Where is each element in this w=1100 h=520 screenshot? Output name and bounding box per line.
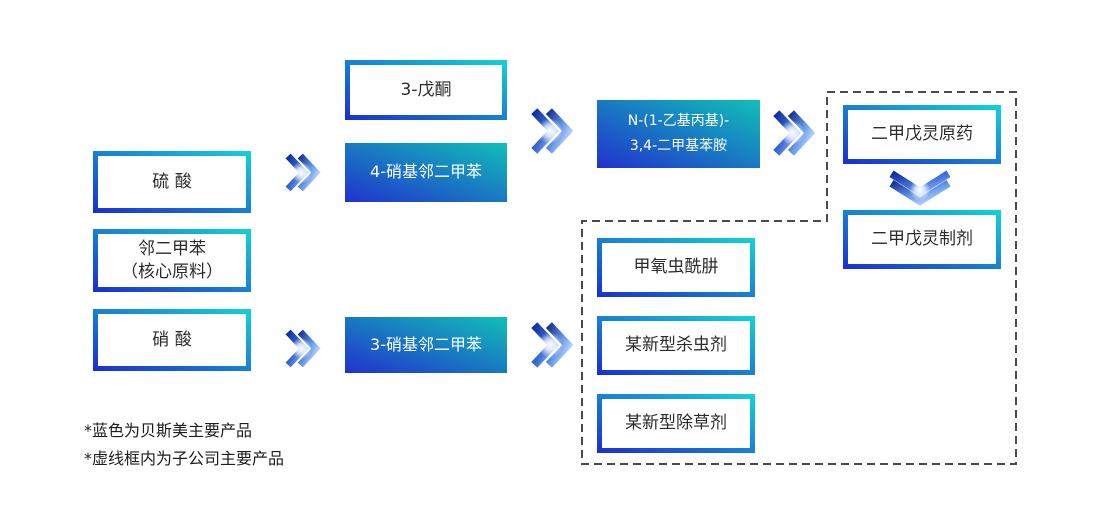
node-o-xylene-note: （核心原料） (121, 261, 223, 282)
footnote-dashed-subsidiary: *虚线框内为子公司主要产品 (84, 449, 285, 468)
arrow-right-icon (285, 329, 321, 368)
node-pendimethalin-technical-label: 二甲戊灵原药 (871, 124, 973, 145)
node-4-nitro-o-xylene-label: 4-硝基邻二甲苯 (370, 162, 482, 182)
node-nitric-acid-label: 硝 酸 (152, 329, 192, 350)
node-sulfuric-acid-label: 硫 酸 (152, 171, 192, 192)
node-3-pentanone: 3-戊酮 (345, 60, 507, 120)
node-3-nitro-o-xylene-label: 3-硝基邻二甲苯 (370, 334, 482, 354)
node-o-xylene: 邻二甲苯 （核心原料） (93, 229, 251, 292)
footnote-blue-products: *蓝色为贝斯美主要产品 (84, 421, 253, 440)
node-dimethylaniline-line2: 3,4-二甲基苯胺 (629, 138, 728, 154)
node-pendimethalin-technical: 二甲戊灵原药 (843, 105, 1001, 164)
node-nitric-acid: 硝 酸 (93, 309, 251, 371)
node-new-herbicide-label: 某新型除草剂 (625, 413, 727, 434)
arrow-right-icon (773, 110, 816, 156)
node-3-nitro-o-xylene: 3-硝基邻二甲苯 (345, 317, 507, 373)
node-pendimethalin-formulation: 二甲戊灵制剂 (843, 210, 1001, 269)
node-o-xylene-label: 邻二甲苯 (138, 238, 206, 259)
footnotes: *蓝色为贝斯美主要产品 *虚线框内为子公司主要产品 (84, 417, 284, 473)
node-methoxyfenozide: 甲氧虫酰肼 (597, 238, 755, 297)
node-3-pentanone-label: 3-戊酮 (400, 79, 452, 100)
node-sulfuric-acid: 硫 酸 (93, 151, 251, 213)
node-new-herbicide: 某新型除草剂 (597, 394, 755, 453)
node-new-insecticide-label: 某新型杀虫剂 (625, 335, 727, 356)
node-dimethylaniline-line1: N-(1-乙基丙基)- (627, 112, 730, 129)
arrow-right-icon (531, 108, 574, 154)
arrow-right-icon (285, 153, 321, 192)
arrow-right-icon (531, 322, 574, 368)
node-new-insecticide: 某新型杀虫剂 (597, 316, 755, 375)
node-dimethylaniline: N-(1-乙基丙基)- 3,4-二甲基苯胺 (597, 100, 760, 168)
arrow-down-icon (889, 170, 951, 206)
node-pendimethalin-formulation-label: 二甲戊灵制剂 (871, 229, 973, 250)
node-methoxyfenozide-label: 甲氧虫酰肼 (633, 257, 719, 278)
node-4-nitro-o-xylene: 4-硝基邻二甲苯 (345, 143, 507, 202)
